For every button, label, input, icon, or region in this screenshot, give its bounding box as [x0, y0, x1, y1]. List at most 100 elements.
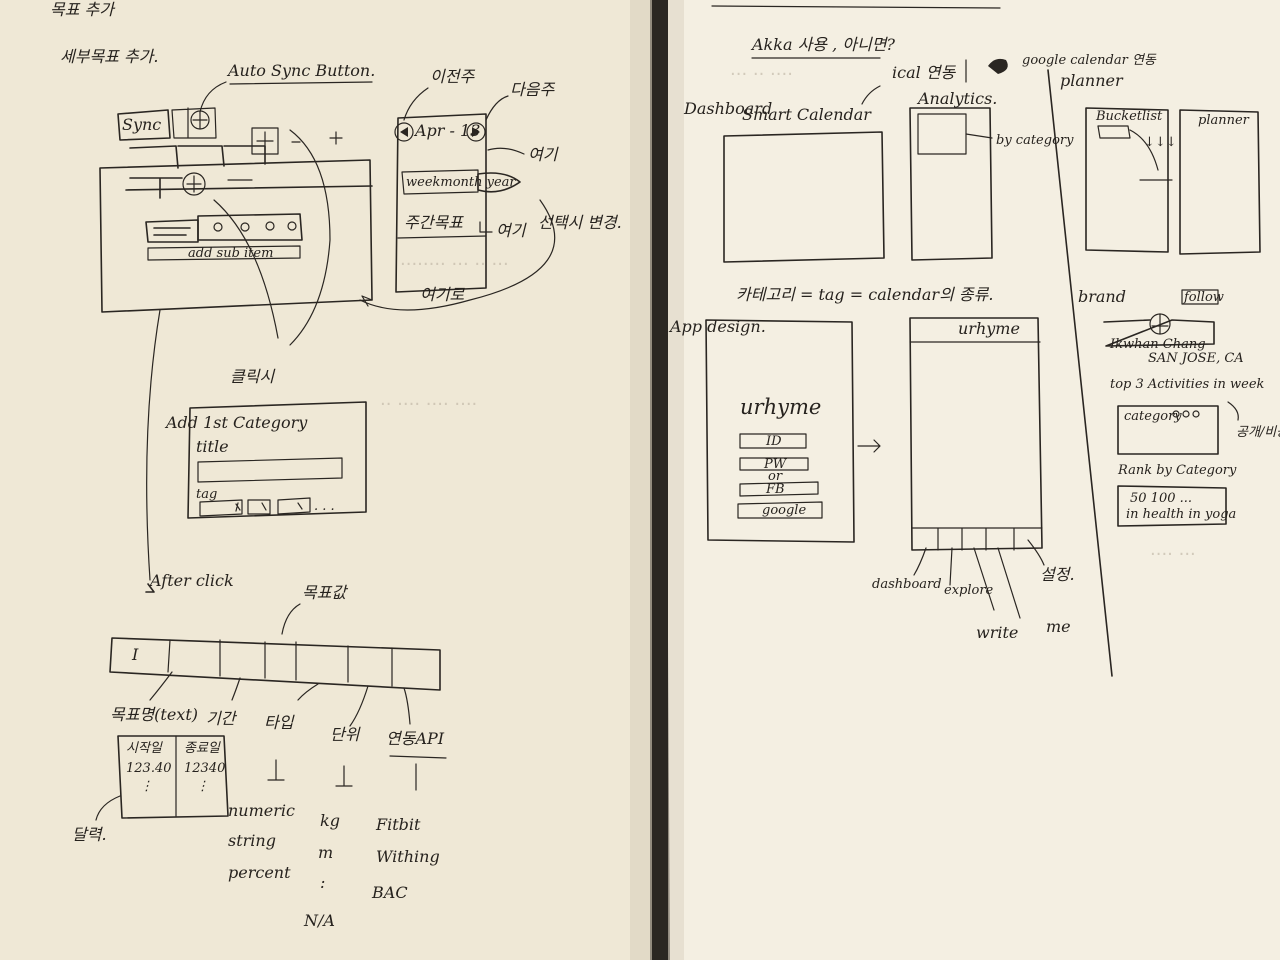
col-type: 타입 [264, 713, 295, 732]
autosync-label: Auto Sync Button. [226, 61, 375, 80]
calendar-label: 달력. [72, 825, 107, 844]
type-value-3: percent [228, 863, 291, 882]
spine [650, 0, 668, 960]
end-date-label: 종료일 [184, 741, 221, 756]
col-unit: 단위 [330, 725, 361, 744]
login-pw: PW [763, 457, 788, 472]
svg-text:↓↓↓: ↓↓↓ [1144, 135, 1177, 150]
planner-title: planner [1060, 71, 1124, 90]
app-design-heading: App design. [668, 317, 766, 336]
week-panel-sketch [395, 113, 487, 293]
akka-note: Akka 사용 , 아니면? [750, 35, 895, 54]
right-page [664, 0, 1280, 960]
rank-card [1117, 485, 1227, 527]
login-id: ID [765, 434, 782, 449]
svg-text:···· ···: ···· ··· [1150, 544, 1196, 565]
urhyme-logo-1: urhyme [740, 395, 821, 419]
login-screen-sketch [705, 319, 855, 543]
click-label: 클릭시 [230, 367, 275, 386]
tab-write: write [976, 623, 1018, 642]
api-value-2: Withing [376, 847, 440, 866]
dialog-title: Add 1st Category [164, 413, 308, 432]
add-circle-icon [190, 110, 210, 130]
date-label: Apr - 13 [413, 121, 480, 140]
view-buttons-label: weekmonth year [406, 175, 516, 190]
analytics-heading: Analytics. [916, 89, 997, 108]
next-week-label: 다음주 [510, 80, 555, 99]
add-sub-icon [182, 172, 206, 196]
planner-divider [1047, 69, 1113, 677]
end-nums: 12340 [184, 761, 225, 776]
planner-box [1179, 109, 1261, 255]
svg-text:⋮: ⋮ [140, 779, 153, 794]
sync-label: Sync [122, 115, 161, 134]
api-value-3: BAC [371, 883, 408, 902]
google-note: google calendar 연동 [1022, 53, 1157, 68]
sync-button-sketch [117, 109, 171, 141]
type-value-1: numeric [228, 801, 295, 820]
goal-input-bar [109, 637, 441, 691]
col-api: 연동API [386, 729, 445, 748]
analytics-box [909, 107, 993, 261]
brand-label: brand [1078, 287, 1126, 306]
goal-value-label: 목표값 [302, 583, 348, 602]
dialog-title-field-label: title [196, 437, 229, 456]
change-label: 선택시 변경. [538, 213, 622, 232]
login-or: or [768, 469, 783, 484]
unit-value-4: N/A [303, 911, 335, 930]
add-box-icon [251, 127, 279, 155]
dashboard-heading: Dashboard [683, 99, 772, 118]
svg-text:··· ·· ····: ··· ·· ···· [730, 64, 793, 85]
start-nums: 123.40 [126, 761, 172, 776]
here2-label: 여기 [496, 221, 527, 240]
top-title: 목표 추가 [50, 0, 116, 19]
unit-value-1: kg [320, 811, 340, 830]
app-main-screen-sketch [909, 317, 1043, 551]
rank-line-2: in health in yoga [1126, 507, 1236, 522]
date-table [117, 735, 229, 819]
sub-title: 세부목표 추가. [60, 47, 159, 66]
svg-text:⋮: ⋮ [196, 779, 209, 794]
login-fb: FB [765, 482, 785, 497]
top3-heading: top 3 Activities in week [1110, 377, 1265, 392]
cursor-glyph: I [131, 645, 139, 664]
planner-small-label: planner [1198, 113, 1250, 128]
dialog-title-input [197, 457, 343, 483]
after-click-label: After click [148, 571, 234, 590]
bucketlist-label: Bucketlist [1095, 109, 1163, 124]
prev-week-label: 이전주 [430, 67, 475, 86]
rank-heading: Rank by Category [1117, 463, 1237, 478]
here-label: 여기 [528, 145, 559, 164]
col-goal-name: 목표명(text) [110, 705, 198, 724]
urhyme-logo-2: urhyme [958, 319, 1020, 338]
top3-card [1117, 405, 1219, 455]
add-subitem-label: add sub item [188, 246, 273, 261]
bucketlist-box [1085, 107, 1169, 253]
col-period: 기간 [206, 709, 238, 728]
category-note: 카테고리 = tag = calendar의 종류. [736, 285, 993, 304]
smart-calendar-heading: Smart Calendar [742, 105, 872, 124]
unit-value-2: m [318, 843, 333, 862]
left-page [0, 0, 658, 960]
profile-location: SAN JOSE, CA [1148, 351, 1244, 366]
weekly-label: 주간목표 [404, 213, 464, 232]
profile-card-sketch [1103, 319, 1215, 347]
here3-label: 여기로 [420, 285, 465, 304]
tab-explore: explore [944, 583, 994, 598]
tab-dashboard: dashboard [872, 577, 942, 592]
scribble-mark [988, 58, 1008, 74]
svg-text:·· ···· ···· ····: ·· ···· ···· ···· [380, 394, 477, 415]
svg-text:. . .: . . . [314, 499, 335, 514]
svg-text:········ ··· ·· ···: ········ ··· ·· ··· [400, 254, 509, 275]
dialog-tag-label: tag [196, 487, 217, 502]
by-category-note: by category [996, 133, 1074, 148]
tab-settings: 설정. [1040, 565, 1075, 584]
unit-value-3: : [320, 873, 325, 892]
api-value-1: Fitbit [375, 815, 421, 834]
start-date-label: 시작일 [126, 741, 163, 756]
rank-line-1: 50 100 ... [1130, 491, 1192, 506]
share-note: 공개/비공개 [1236, 425, 1280, 440]
profile-name: Ikwhan Chang [1109, 337, 1206, 352]
top3-category: category [1124, 409, 1182, 424]
